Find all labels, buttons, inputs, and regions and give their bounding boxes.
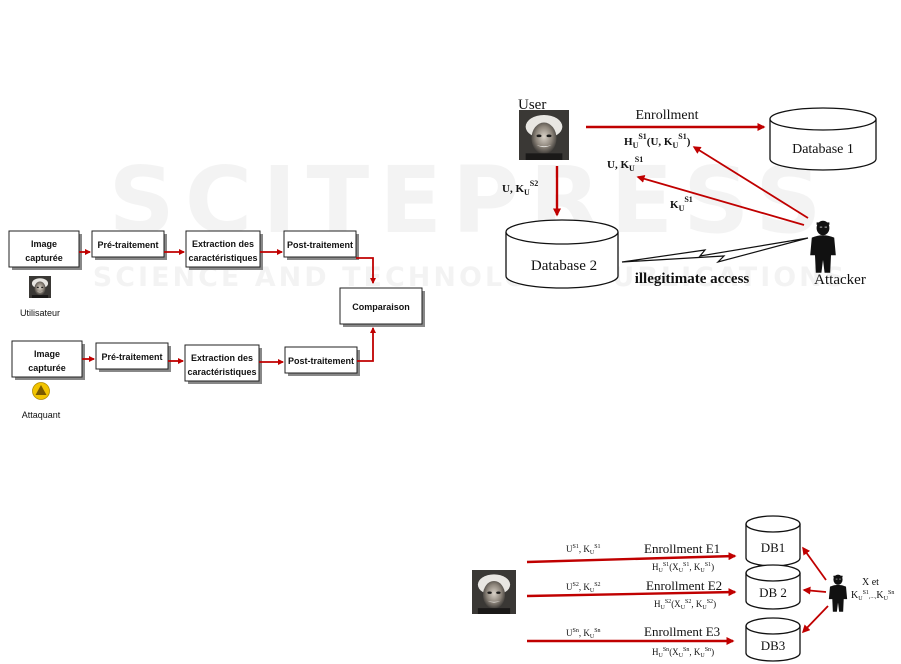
db2-label: DB 2 — [759, 585, 787, 600]
enrollment-e1-label: Enrollment E1 — [644, 541, 720, 556]
row1-hash-label: HUS1(XUS1, KUS1) — [652, 562, 714, 574]
row1-extraction-line1: Extraction des — [192, 239, 254, 249]
row2-postprocess-label: Post-traitement — [288, 356, 354, 366]
enrollment-label: Enrollment — [636, 108, 699, 123]
attacker-label: Attacker — [814, 272, 866, 288]
enrollment-e3-label: Enrollment E3 — [644, 624, 720, 639]
enrollment-e2-label: Enrollment E2 — [646, 578, 722, 593]
attacker-keys-label: KUS1,...,KUSn — [851, 590, 894, 602]
attacker-figure-icon — [828, 574, 848, 612]
row1-input-label: US1, KUS1 — [566, 544, 601, 556]
attacker-xet-label: X et — [862, 577, 879, 588]
row1-preprocess-box — [91, 230, 165, 258]
row2-extraction-line2: caractéristiques — [187, 367, 256, 377]
compare-box — [339, 287, 423, 325]
db2-cylinder — [745, 564, 801, 610]
row2-postprocess-box — [284, 346, 358, 374]
row2-hash-label: HUS2(XUS2, KUS2) — [654, 599, 716, 611]
row2-input-line2: capturée — [28, 363, 66, 373]
row2-actor-label: Attaquant — [22, 410, 61, 420]
database-1-label: Database 1 — [792, 142, 854, 157]
row2-input-label: US2, KUS2 — [566, 582, 601, 594]
enrollment-formula: HUS1(U, KUS1) — [624, 132, 691, 150]
database-2-label: Database 2 — [531, 258, 597, 274]
database-2-cylinder — [505, 219, 619, 289]
illegitimate-access-label: illegitimate access — [635, 271, 750, 287]
row1-input-line1: Image — [31, 239, 57, 249]
row2-extraction-box — [184, 344, 260, 382]
user-photo-icon — [519, 110, 569, 160]
database-1-cylinder — [769, 107, 877, 171]
bottom-enrollment-diagram: US1, KUS1 Enrollment E1 HUS1(XUS1, KUS1)… — [472, 515, 894, 662]
row1-postprocess-label: Post-traitement — [287, 240, 353, 250]
row1-extraction-line2: caractéristiques — [188, 253, 257, 263]
u-k-s2-label: U, KUS2 — [502, 179, 538, 197]
row1-postprocess-box — [283, 230, 357, 258]
attacker-warning-icon — [32, 382, 50, 400]
db1-cylinder — [745, 515, 801, 567]
compare-label: Comparaison — [352, 302, 410, 312]
u-k-s1-label: U, KUS1 — [607, 155, 643, 173]
user-photo-icon — [29, 276, 51, 298]
right-attack-diagram: User Enrollment HUS1(U, KUS1) Database 1… — [502, 97, 877, 289]
user-photo-icon — [472, 570, 516, 614]
row1-extraction-box — [185, 230, 261, 268]
row1-input-line2: capturée — [25, 253, 63, 263]
row2-extraction-line1: Extraction des — [191, 353, 253, 363]
lightning-bolt-icon — [621, 237, 809, 264]
left-process-diagram: Image capturée Pré-traitement Extraction… — [8, 230, 425, 420]
row2-preprocess-box — [95, 342, 169, 370]
row1-preprocess-label: Pré-traitement — [97, 240, 158, 250]
k-s1-label: KUS1 — [670, 195, 693, 213]
db3-label: DB3 — [761, 638, 786, 653]
row3-hash-label: HUSn(XUSn, KUSn) — [652, 647, 714, 659]
row3-input-label: USn, KUSn — [566, 628, 601, 640]
row1-input-box — [8, 230, 80, 268]
row2-input-line1: Image — [34, 349, 60, 359]
db3-cylinder — [745, 617, 801, 662]
db1-label: DB1 — [761, 540, 786, 555]
user-label: User — [518, 97, 546, 113]
row1-actor-label: Utilisateur — [20, 308, 60, 318]
row2-preprocess-label: Pré-traitement — [101, 352, 162, 362]
